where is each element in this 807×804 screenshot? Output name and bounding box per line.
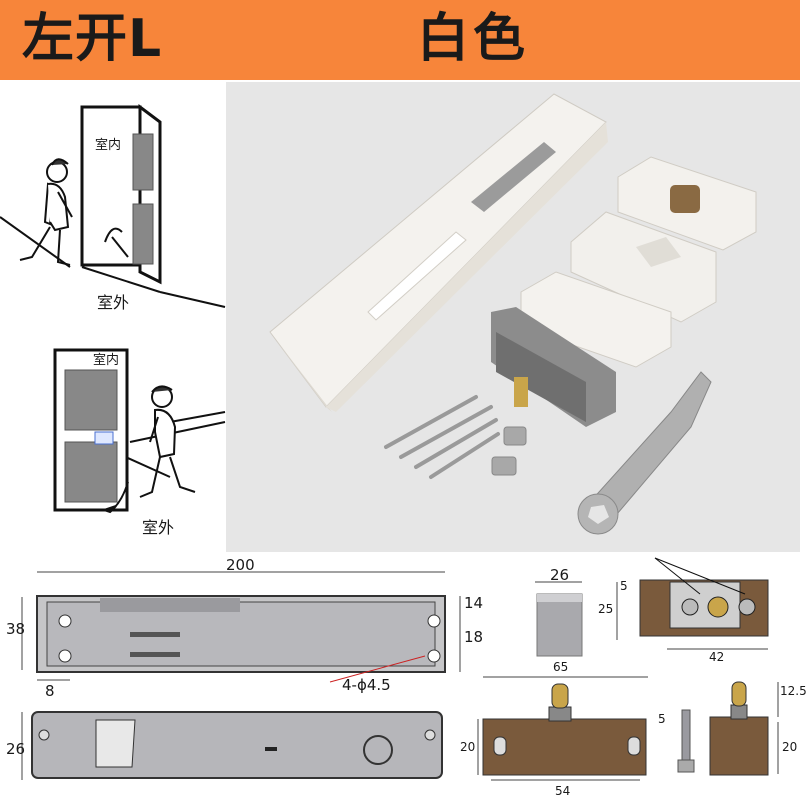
dim-hole-spec: 4-ϕ4.5 <box>342 676 391 694</box>
opening-direction-label: 左开L <box>22 9 163 69</box>
bolt-side-view <box>709 681 779 776</box>
product-photo <box>226 82 800 552</box>
dim-post-width: 26 <box>550 566 570 584</box>
main-body-front-view <box>21 571 461 683</box>
dim-main-length: 200 <box>226 556 255 574</box>
dim-keeper-offset: 5 <box>620 579 628 593</box>
dim-main-depth: 26 <box>6 740 26 758</box>
dim-bolt-length: 65 <box>553 660 569 674</box>
dim-hole-spacing-top: 14 <box>464 594 484 612</box>
technical-drawings: 200 38 8 14 18 4-ϕ4.5 26 26 25 5 42 65 5… <box>0 552 807 800</box>
product-parts-graphic <box>269 93 757 535</box>
bottom-door-scene <box>53 348 226 514</box>
dim-hole-spacing-bottom: 18 <box>464 628 484 646</box>
door-scene-graphic <box>0 104 226 514</box>
scene-top-outdoor-label: 室外 <box>97 293 130 312</box>
scene-bottom-indoor-label: 室内 <box>93 353 120 368</box>
dim-side-pin: 12.5 <box>780 684 807 698</box>
color-label: 白色 <box>417 9 530 69</box>
bolt-front-view <box>477 676 648 781</box>
keeper-bracket-view <box>616 557 769 650</box>
metal-strap <box>577 371 712 535</box>
door-usage-illustration: 室内 室外 室内 室外 <box>0 82 226 552</box>
dimension-drawings-graphic <box>21 557 779 781</box>
dim-keeper-height: 25 <box>598 602 614 616</box>
top-door-scene <box>0 104 226 308</box>
dim-bolt-height: 20 <box>460 740 476 754</box>
main-body-side-view <box>21 711 443 780</box>
nuts <box>491 426 527 476</box>
bolt-block <box>491 307 616 427</box>
dim-main-height: 38 <box>6 620 26 638</box>
dim-side-height: 20 <box>782 740 798 754</box>
end-caps <box>520 156 757 368</box>
dim-main-offset: 8 <box>45 682 55 700</box>
dim-keeper-width: 42 <box>709 650 725 664</box>
scene-bottom-outdoor-label: 室外 <box>142 518 175 537</box>
dim-bolt-side-gap: 5 <box>658 712 666 726</box>
keeper-post-view <box>535 581 583 657</box>
screw-view <box>677 709 695 773</box>
dim-bolt-base: 54 <box>555 784 571 798</box>
screws <box>384 395 500 479</box>
header-banner: 左开L 白色 <box>0 0 800 80</box>
lock-body <box>269 93 608 412</box>
scene-top-indoor-label: 室内 <box>95 138 122 153</box>
